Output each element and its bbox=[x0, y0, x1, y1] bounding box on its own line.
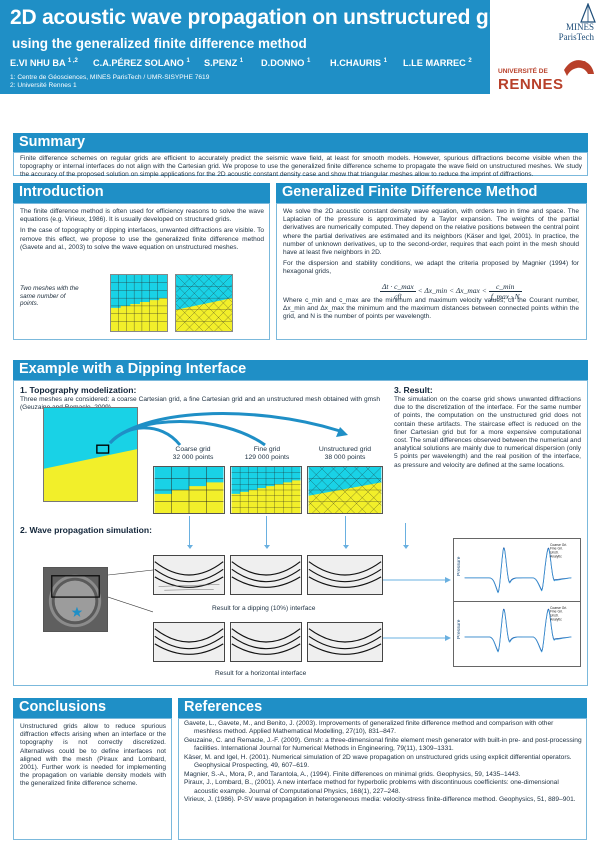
reference-item: Virieux, J. (1986). P-SV wave propagatio… bbox=[184, 796, 576, 804]
dipping-interface-model bbox=[43, 407, 138, 502]
traces-arrow bbox=[383, 577, 451, 641]
coarse-result-dipping bbox=[153, 555, 225, 595]
plot1-ylabel: Pressure bbox=[456, 556, 462, 576]
conclusions-heading: Conclusions bbox=[13, 698, 172, 718]
fine-result-horizontal bbox=[230, 622, 302, 662]
gfdm-panel bbox=[276, 203, 587, 340]
unstructured-grid-zoom bbox=[307, 466, 383, 514]
author-4: D.DONNO 1 bbox=[261, 58, 311, 69]
svg-text:Unstr.: Unstr. bbox=[550, 551, 559, 555]
reference-item: Käser, M. and Igel, H. (2001). Numerical… bbox=[184, 753, 572, 770]
rennes-univ-label: UNIVERSITÉ DE bbox=[498, 68, 548, 75]
introduction-heading: Introduction bbox=[13, 183, 270, 203]
zoom-arrows bbox=[108, 412, 348, 447]
gfdm-heading: Generalized Finite Difference Method bbox=[276, 183, 587, 203]
author-2: C.A.PÉREZ SOLANO 1 bbox=[93, 58, 190, 69]
simulation-title: 2. Wave propagation simulation: bbox=[20, 525, 152, 535]
mines-paristech-logo bbox=[580, 3, 596, 23]
poster-header: 2D acoustic wave propagation on unstruct… bbox=[0, 0, 600, 94]
author-5: H.CHAURIS 1 bbox=[330, 58, 387, 69]
summary-heading: Summary bbox=[13, 133, 588, 153]
poster-subtitle: using the generalized finite difference … bbox=[12, 36, 307, 51]
unstructured-result-horizontal bbox=[307, 622, 383, 662]
arrow-coarse bbox=[186, 516, 193, 549]
arrow-unstructured bbox=[342, 516, 349, 549]
result-text: The simulation on the coarse grid shows … bbox=[394, 396, 581, 469]
caption-dipping: Result for a dipping (10%) interface bbox=[212, 605, 316, 612]
coarse-grid-zoom bbox=[153, 466, 225, 514]
svg-text:Coarse Gri.: Coarse Gri. bbox=[550, 606, 567, 610]
mines-paristech-wordmark: MINES ParisTech bbox=[558, 22, 594, 42]
reference-item: Geuzaine, C. and Remacle, J.-F. (2009). … bbox=[184, 736, 582, 753]
cartesian-mesh-thumbnail bbox=[110, 274, 168, 332]
logo-area: MINES ParisTech UNIVERSITÉ DE RENNES bbox=[490, 0, 600, 94]
gfdm-text: We solve the 2D acoustic constant densit… bbox=[283, 208, 579, 324]
gfdm-paragraph-3: Where c_min and c_max are the minimum an… bbox=[283, 296, 579, 321]
intro-paragraph-2: In the case of topography or dipping int… bbox=[20, 227, 264, 251]
example-heading: Example with a Dipping Interface bbox=[13, 360, 588, 380]
unstructured-mesh-thumbnail bbox=[175, 274, 233, 332]
author-6: L.LE MARREC 2 bbox=[403, 58, 472, 69]
summary-panel bbox=[13, 152, 588, 176]
trace-plot-horizontal: Pressure Coarse Gri. Fine Gri. Unstr. An… bbox=[453, 601, 581, 667]
svg-text:Analytic: Analytic bbox=[550, 554, 562, 558]
caption-horizontal: Result for a horizontal interface bbox=[215, 670, 307, 677]
references-heading: References bbox=[178, 698, 587, 718]
gfdm-paragraph-2: For the dispersion and stability conditi… bbox=[283, 260, 579, 276]
reference-item: Gavete, L., Gavete, M., and Benito, J. (… bbox=[184, 720, 554, 736]
result-title: 3. Result: bbox=[394, 385, 433, 395]
author-3: S.PENZ 1 bbox=[204, 58, 244, 69]
poster-title: 2D acoustic wave propagation on unstruct… bbox=[10, 6, 527, 29]
fine-grid-zoom bbox=[230, 466, 302, 514]
author-list: E.VI NHU BA 1 ,2 C.A.PÉREZ SOLANO 1 S.PE… bbox=[10, 58, 480, 72]
coarse-result-horizontal bbox=[153, 622, 225, 662]
conclusions-panel bbox=[13, 718, 172, 840]
introduction-text: The finite difference method is often us… bbox=[20, 208, 264, 255]
reference-item: Piraux, J., Lombard, B., (2001). A new i… bbox=[184, 779, 559, 795]
rennes-ermine-logo bbox=[564, 60, 594, 76]
svg-text:Unstr.: Unstr. bbox=[550, 614, 559, 618]
svg-text:Pressure: Pressure bbox=[456, 619, 462, 639]
references-list: Gavete, L., Gavete, M., and Benito, J. (… bbox=[184, 720, 582, 805]
conclusions-text: Unstructured grids allow to reduce spuri… bbox=[20, 723, 166, 788]
trace-plot-dipping: Pressure Coarse Gri. Fine Gri. Unstr. An… bbox=[453, 538, 581, 604]
arrow-analytic bbox=[402, 523, 409, 549]
affiliation-2: 2: Université Rennes 1 bbox=[10, 82, 77, 89]
intro-paragraph-1: The finite difference method is often us… bbox=[20, 208, 264, 224]
gfdm-paragraph-1: We solve the 2D acoustic constant densit… bbox=[283, 208, 579, 257]
simulation-snapshot bbox=[43, 567, 108, 632]
arrow-fine bbox=[263, 516, 270, 549]
topography-title: 1. Topography modelization: bbox=[20, 385, 137, 395]
meshes-caption: Two meshes with the same number of point… bbox=[20, 285, 79, 308]
affiliation-1: 1: Centre de Géosciences, MINES ParisTec… bbox=[10, 74, 210, 81]
fine-result-dipping bbox=[230, 555, 302, 595]
svg-text:Coarse Gri.: Coarse Gri. bbox=[550, 543, 567, 547]
author-1: E.VI NHU BA 1 ,2 bbox=[10, 58, 78, 69]
snapshot-connector bbox=[108, 569, 153, 613]
svg-text:Fine Gri.: Fine Gri. bbox=[550, 610, 563, 614]
references-panel bbox=[178, 718, 587, 840]
unstructured-result-dipping bbox=[307, 555, 383, 595]
summary-text: Finite difference schemes on regular gri… bbox=[20, 155, 582, 179]
rennes-wordmark: RENNES bbox=[498, 76, 564, 93]
svg-text:Fine Gri.: Fine Gri. bbox=[550, 547, 563, 551]
svg-text:Analytic: Analytic bbox=[550, 617, 562, 621]
reference-item: Magnier, S.-A., Mora, P., and Tarantola,… bbox=[184, 770, 521, 778]
